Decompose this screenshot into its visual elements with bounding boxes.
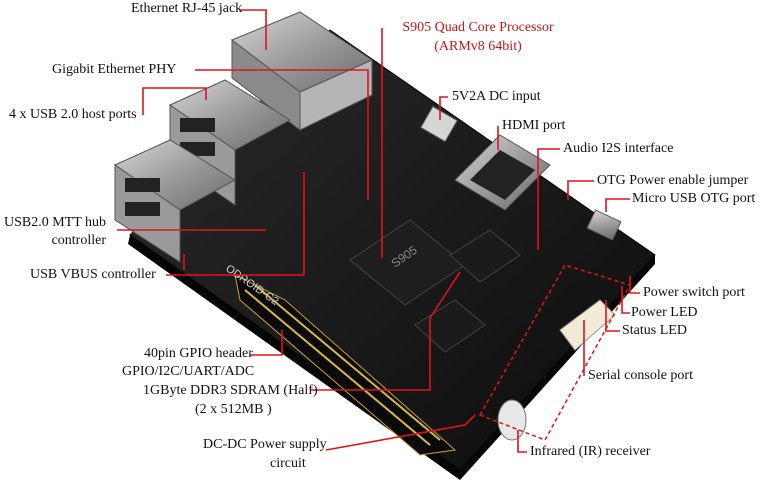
leader-otg bbox=[567, 180, 594, 200]
leader-audio bbox=[537, 148, 560, 250]
label-cpu-line1: S905 Quad Core Processor bbox=[402, 20, 554, 35]
label-gpio-line2: GPIO/I2C/UART/ADC bbox=[122, 364, 255, 379]
gpio-pins bbox=[244, 284, 441, 446]
label-micro-usb: Micro USB OTG port bbox=[632, 191, 756, 206]
leader-microusb bbox=[605, 198, 630, 212]
label-power-led: Power LED bbox=[631, 305, 698, 320]
leader-usb bbox=[142, 87, 207, 115]
leader-ddr-2 bbox=[429, 271, 461, 319]
label-ir: Infrared (IR) receiver bbox=[530, 444, 651, 459]
label-dcdc-line1: DC-DC Power supply bbox=[203, 437, 327, 452]
leader-vbus-1 bbox=[166, 172, 305, 276]
leader-power-switch bbox=[629, 276, 640, 294]
label-otg-jumper: OTG Power enable jumper bbox=[597, 173, 749, 188]
label-hub-line2: controller bbox=[51, 233, 106, 248]
label-power-switch: Power switch port bbox=[643, 285, 745, 300]
micro-usb-connector bbox=[586, 209, 622, 241]
label-serial: Serial console port bbox=[588, 368, 693, 383]
leader-power-led bbox=[621, 286, 630, 314]
leader-dcdc bbox=[325, 414, 476, 451]
ddr-chip-2 bbox=[414, 299, 486, 353]
serial-port bbox=[559, 299, 616, 351]
label-gpio-line1: 40pin GPIO header bbox=[144, 346, 253, 361]
label-ddr-line2: (2 x 512MB ) bbox=[195, 402, 272, 417]
label-dcdc-line2: circuit bbox=[270, 456, 306, 471]
leader-status-led bbox=[605, 300, 620, 332]
label-hdmi: HDMI port bbox=[502, 118, 566, 133]
label-dc-input: 5V2A DC input bbox=[452, 89, 541, 104]
label-usb-host: 4 x USB 2.0 host ports bbox=[9, 107, 137, 122]
label-phy: Gigabit Ethernet PHY bbox=[52, 62, 177, 77]
label-ddr-line1: 1GByte DDR3 SDRAM (Half) bbox=[143, 383, 318, 398]
leader-phy bbox=[195, 69, 369, 200]
leader-ddr-1 bbox=[310, 318, 431, 391]
label-audio: Audio I2S interface bbox=[563, 141, 674, 156]
label-status-led: Status LED bbox=[622, 323, 687, 338]
leader-lines bbox=[117, 9, 640, 453]
gpio-header bbox=[234, 274, 457, 456]
leader-gpio bbox=[250, 330, 283, 356]
rj45-jack bbox=[231, 11, 374, 132]
leader-dc bbox=[439, 96, 448, 120]
leader-ir bbox=[517, 430, 527, 453]
leader-rj45 bbox=[240, 9, 267, 50]
usb-stack-lower bbox=[113, 139, 236, 263]
label-rj45: Ethernet RJ-45 jack bbox=[131, 1, 243, 16]
ir-receiver bbox=[497, 399, 527, 441]
dc-jack bbox=[420, 105, 458, 143]
label-cpu-line2: (ARMv8 64bit) bbox=[434, 39, 522, 54]
label-vbus: USB VBUS controller bbox=[30, 267, 156, 282]
ddr-chip-1 bbox=[449, 229, 521, 283]
hdmi-connector bbox=[454, 134, 551, 211]
pcb-edge bbox=[128, 235, 460, 480]
label-hub-line1: USB2.0 MTT hub bbox=[3, 215, 106, 230]
